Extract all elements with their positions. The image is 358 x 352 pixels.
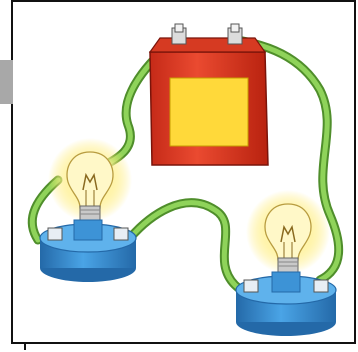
side-tab [0, 60, 13, 104]
battery-label-panel [170, 78, 248, 146]
right-bulb-socket [236, 272, 336, 336]
battery [150, 24, 268, 165]
left-bulb [48, 138, 132, 222]
left-socket-screw-right [114, 228, 128, 240]
right-socket-screw-right [314, 280, 328, 292]
bottom-tick [24, 343, 26, 350]
right-bulb [246, 190, 330, 274]
left-socket-screw-left [48, 228, 62, 240]
right-socket-screw-left [244, 280, 258, 292]
left-bulb-socket [40, 220, 136, 282]
